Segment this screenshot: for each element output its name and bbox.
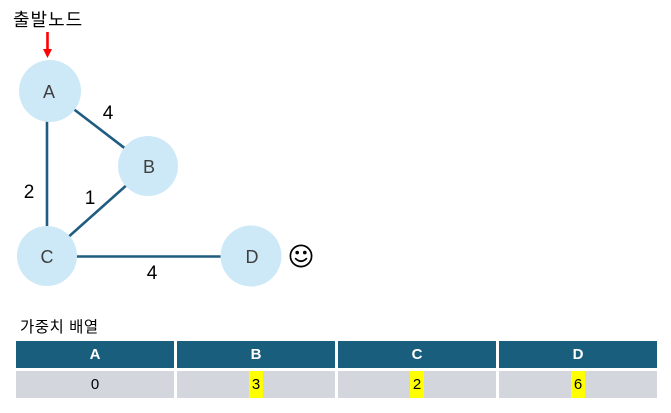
table-value-b: 3 (177, 371, 335, 398)
table-value-d: 6 (499, 371, 657, 398)
start-arrow-icon (43, 32, 52, 58)
weight-table-title: 가중치 배열 (20, 319, 99, 336)
node-c (17, 226, 77, 286)
weight-c-d: 4 (147, 263, 158, 284)
node-a (19, 60, 81, 122)
value-a: 0 (90, 376, 100, 393)
node-d-label: D (246, 247, 259, 267)
value-d-highlighted: 6 (571, 371, 585, 398)
table-header-c: C (338, 341, 496, 368)
node-c-label: C (41, 247, 54, 267)
weight-table: A B C D 0 3 2 6 (16, 341, 657, 398)
node-b-label: B (143, 157, 155, 177)
value-c-highlighted: 2 (410, 371, 424, 398)
table-header-a: A (16, 341, 174, 368)
graph-diagram: A B C D 4 2 1 4 (17, 32, 313, 287)
table-value-c: 2 (338, 371, 496, 398)
node-b (118, 136, 178, 196)
node-a-label: A (43, 82, 55, 102)
weight-a-b: 4 (103, 103, 114, 124)
table-value-a: 0 (16, 371, 174, 398)
table-header-b: B (177, 341, 335, 368)
table-header-d: D (499, 341, 657, 368)
value-b-highlighted: 3 (249, 371, 263, 398)
start-node-label: 출발노드 (13, 10, 84, 30)
weight-b-c: 1 (85, 188, 96, 209)
node-d (220, 225, 282, 287)
smiley-face-icon (289, 244, 313, 268)
weight-a-c: 2 (24, 182, 35, 203)
